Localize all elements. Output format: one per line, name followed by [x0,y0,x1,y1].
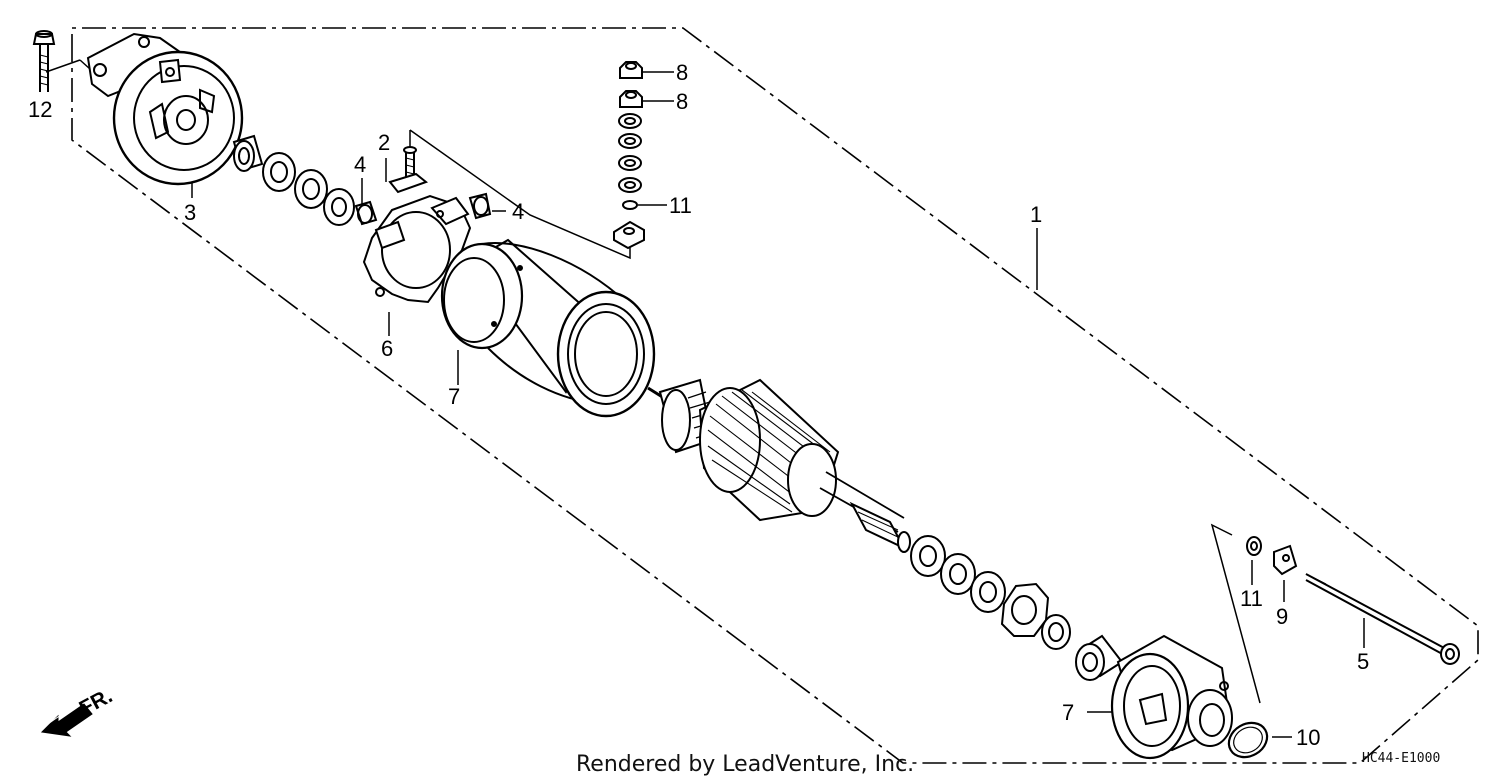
callout-8a: 8 [676,60,688,85]
callout-3: 3 [184,200,196,225]
callout-1: 1 [1030,202,1042,227]
motor-case-7 [440,238,656,418]
washer [940,553,976,595]
terminal-washer [618,177,642,193]
bushing [232,134,264,172]
callout-9: 9 [1276,604,1288,629]
callout-5: 5 [1357,649,1369,674]
callout-11a: 11 [669,193,692,218]
callout-2: 2 [378,130,390,155]
callout-4b: 4 [512,199,524,224]
drawing-code: HC44-E1000 [1362,751,1441,766]
callout-7b: 7 [1062,700,1074,725]
washer [294,169,328,209]
washer [970,571,1006,613]
terminal-nut-8a [619,61,643,79]
seal [1075,634,1124,681]
o-ring-11a [622,200,638,210]
front-direction-arrow-icon [40,699,93,737]
needle-bearing [1041,614,1071,650]
washer [910,535,946,577]
bracket-9 [1273,544,1298,576]
washer [262,152,296,192]
terminal-washer [618,133,642,149]
o-ring-10 [1227,721,1269,759]
armature [647,378,911,553]
terminal-washer [618,155,642,171]
callout-7a: 7 [448,384,460,409]
brush-4b [468,192,492,220]
bolt-group-bracket [1210,523,1261,704]
callout-10: 10 [1296,725,1320,750]
rear-housing-3 [86,32,244,186]
callout-4a: 4 [354,152,366,177]
terminal-bolt-2 [388,146,429,194]
nut-11b [1246,536,1262,556]
bolt-12 [32,30,56,92]
washer [323,188,355,226]
terminal-insulator [613,220,645,250]
brush-4a [354,200,378,226]
through-bolt-5 [1305,573,1460,665]
callout-6: 6 [381,336,393,361]
footer-credit: Rendered by LeadVenture, Inc. [576,752,915,777]
front-cover-7 [1110,634,1233,760]
callout-11b: 11 [1240,586,1263,611]
assembly-boundary [71,27,1479,764]
terminal-nut-8b [619,90,643,108]
terminal-washer [618,113,642,129]
callout-12: 12 [28,97,52,122]
callout-8b: 8 [676,89,688,114]
brush-group-bracket [409,129,631,260]
lock-plate [1000,582,1050,637]
